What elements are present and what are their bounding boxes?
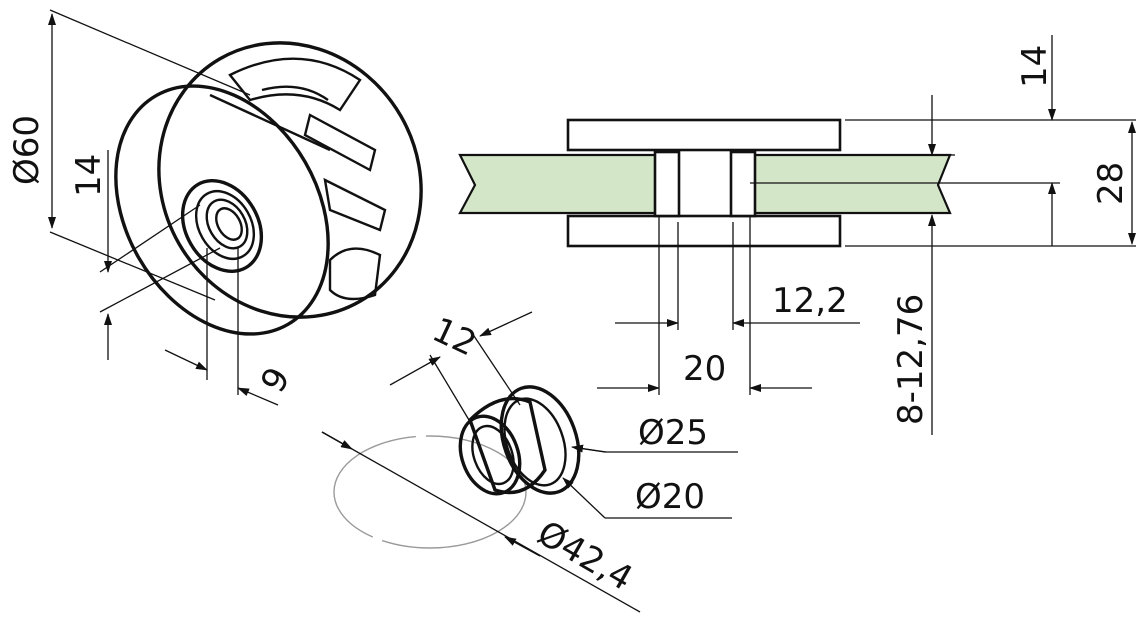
section-view — [458, 118, 1060, 248]
bushing-isometric — [333, 385, 581, 549]
label-h14-iso: 14 — [69, 154, 109, 197]
label-d25: Ø25 — [638, 413, 708, 453]
side-slot — [323, 177, 387, 232]
glass-panel-right — [743, 153, 952, 215]
ext-line-12-b — [469, 329, 521, 406]
bushing-left-wall — [653, 150, 681, 218]
label-w20: 20 — [683, 349, 726, 389]
label-d42: Ø42,4 — [531, 513, 640, 599]
leader-d20-arrow — [562, 477, 606, 519]
dim-line-9-a — [164, 349, 208, 371]
label-d60: Ø60 — [7, 115, 47, 185]
label-d20: Ø20 — [635, 477, 705, 517]
hub-bore — [215, 207, 243, 241]
ext-line-12-a — [429, 354, 473, 426]
ext-line-d60-top — [49, 9, 251, 96]
dim-line-12-a — [389, 356, 441, 386]
hub-outer-ring — [180, 179, 264, 273]
edge-line-1 — [209, 93, 331, 152]
bushing-sleeve — [468, 396, 547, 495]
dim-line-d42 — [321, 431, 641, 613]
back-rim — [157, 41, 423, 319]
top-clamp-plate — [566, 118, 842, 152]
label-w12-2: 12,2 — [772, 281, 848, 321]
bushing-bore — [471, 424, 515, 486]
hub-ring-2 — [194, 190, 256, 260]
label-glass-range: 8-12,76 — [891, 294, 931, 425]
side-cutout-top — [228, 57, 362, 112]
leader-d25-arrow — [571, 444, 607, 453]
front-face — [114, 84, 330, 336]
bottom-clamp-plate — [566, 214, 842, 248]
dim-arrow-d42-b — [504, 536, 541, 557]
label-t9: 9 — [253, 361, 298, 400]
clamp-body-isometric — [114, 41, 423, 336]
ext-line-d60-bottom — [49, 231, 216, 301]
dimensions-bushing: 12 Ø25 Ø20 Ø42,4 — [321, 310, 738, 613]
side-cutout-bottom — [328, 247, 382, 301]
cutout-inner-curve — [261, 85, 329, 101]
dim-arrow-d42-a — [321, 431, 353, 450]
ghost-circle-d42 — [333, 435, 527, 549]
label-h28: 28 — [1091, 162, 1131, 205]
dim-line-9-b — [237, 387, 279, 406]
hub-ring-3 — [205, 198, 249, 250]
dimensions-section: 14 28 8-12,76 12,2 20 — [597, 35, 1136, 435]
ext-line-14-top — [99, 204, 201, 273]
ext-line-14-bottom — [99, 247, 221, 313]
label-top14: 14 — [1015, 45, 1055, 88]
bushing-flange — [499, 385, 581, 495]
dim-line-12-b — [479, 311, 533, 337]
bushing-front-ring — [458, 414, 522, 496]
dimensions-left: Ø60 14 9 — [7, 9, 299, 406]
side-cutout-middle — [303, 113, 377, 172]
glass-panel-left — [458, 153, 662, 215]
label-w12: 12 — [426, 310, 482, 365]
bushing-right-wall — [729, 150, 757, 218]
